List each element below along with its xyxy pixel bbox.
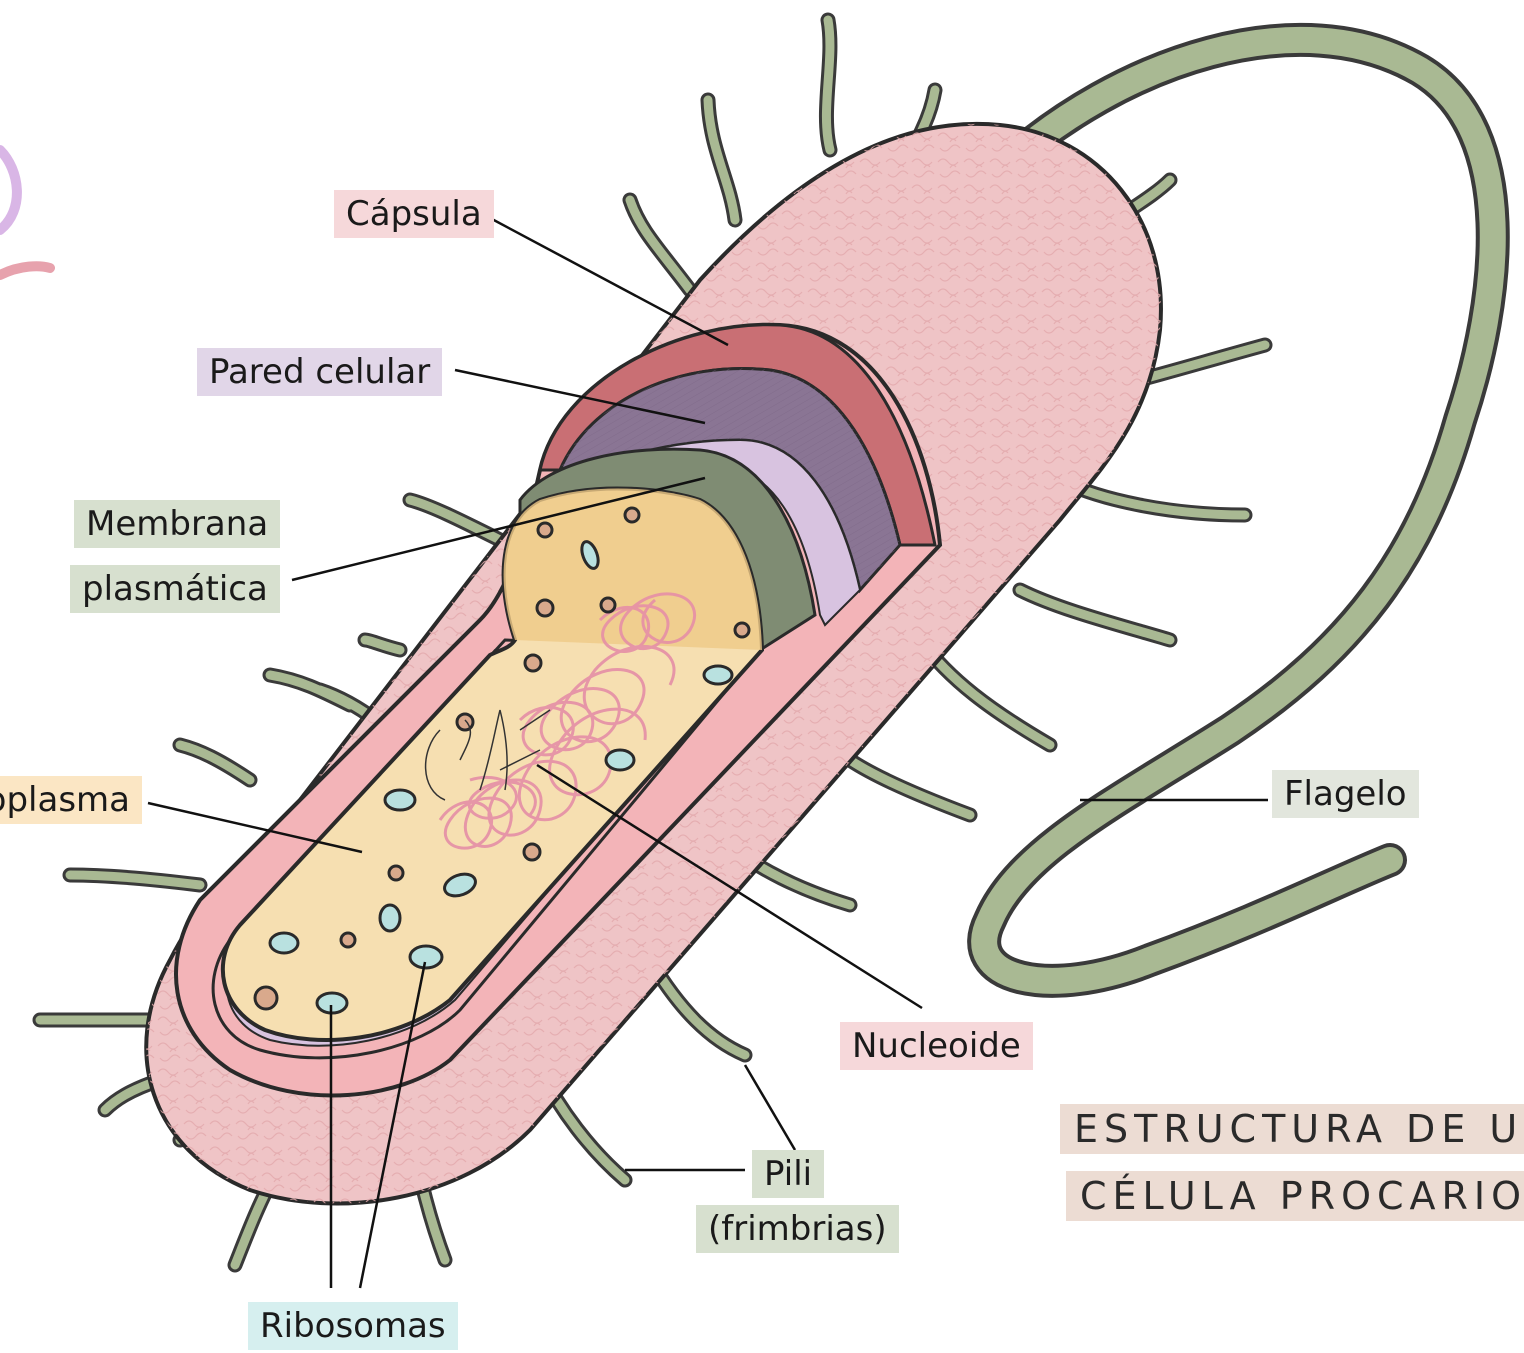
label-citoplasma: Citoplasma [0, 776, 142, 824]
label-pili: Pili [752, 1150, 824, 1198]
label-frimbrias: (frimbrias) [696, 1205, 899, 1253]
diagram-title-line2: CÉLULA PROCARIOTA [1066, 1171, 1524, 1221]
label-flagelo: Flagelo [1272, 770, 1419, 818]
label-membrana-line2: plasmática [70, 565, 280, 613]
diagram-title-line1: ESTRUCTURA DE UNA [1060, 1104, 1524, 1154]
label-ribosomas: Ribosomas [248, 1302, 458, 1350]
label-membrana-line1: Membrana [74, 500, 280, 548]
label-nucleoide: Nucleoide [840, 1022, 1033, 1070]
decorative-swirl [0, 150, 50, 275]
label-pared-celular: Pared celular [197, 348, 442, 396]
label-capsula: Cápsula [334, 190, 494, 238]
